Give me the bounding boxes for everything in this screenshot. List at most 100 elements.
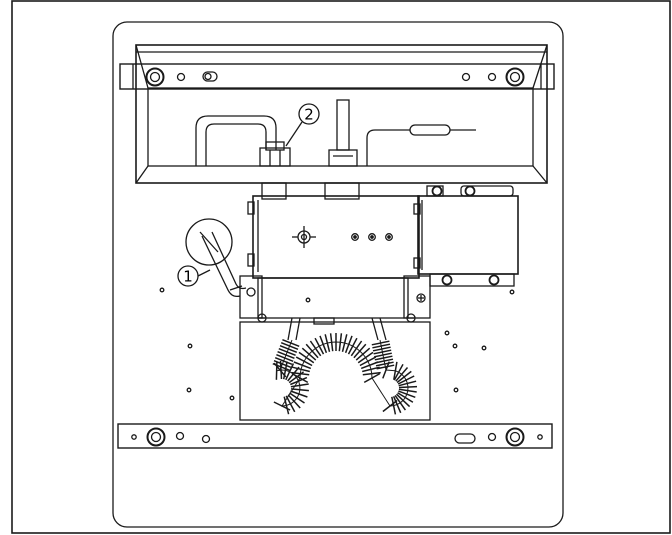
heater-coil-rib <box>396 370 412 384</box>
screw-icon <box>505 67 525 87</box>
screw-icon <box>431 185 443 197</box>
heater-coil-rib <box>277 351 295 359</box>
heater-coil-rib <box>329 333 334 352</box>
heater-coil-rib <box>395 393 411 408</box>
heater-coil-rib <box>375 358 394 364</box>
heater-coil-rib <box>393 363 404 381</box>
motor-box <box>413 185 519 287</box>
heater-coil-rib <box>382 399 398 413</box>
mounting-holes <box>159 287 515 401</box>
housing-panel <box>112 21 564 528</box>
heater-coil-rib <box>283 396 290 415</box>
heater-coil-rib <box>362 371 381 376</box>
heater-coil-rib <box>374 355 393 361</box>
screw-icon <box>416 293 426 303</box>
heater-coil-rib <box>395 367 409 382</box>
screw-icon <box>488 274 500 286</box>
heater-coil-rib <box>374 352 392 358</box>
heater-coil-rib <box>341 334 348 352</box>
top-rail <box>119 63 555 90</box>
heater-coil-rib <box>324 334 331 352</box>
heater-coil-rib <box>373 349 392 355</box>
heater-coil-rib <box>398 380 417 387</box>
heater-coil-rib <box>276 354 294 362</box>
heater-coil-rib <box>291 371 310 376</box>
heater-coil-rib <box>280 342 299 350</box>
heater-coil-rib <box>319 335 328 354</box>
heater-coil-rib <box>398 385 418 389</box>
heater-coil-rib <box>273 401 291 411</box>
control-knob-icon <box>292 226 316 248</box>
tube-icon <box>287 317 387 341</box>
heater-coil-rib <box>275 361 278 380</box>
heater-coil-rib <box>285 395 296 413</box>
page-frame <box>11 0 671 534</box>
control-box <box>247 182 420 279</box>
heater-coil-rib <box>305 343 319 359</box>
heater-coil-rib <box>353 343 367 359</box>
heater-coil-rib <box>375 361 394 367</box>
heater-coil-rib <box>274 357 293 365</box>
heater-coil-rib <box>338 333 343 352</box>
heater-coil-rib <box>371 340 390 346</box>
screw-icon <box>464 185 476 197</box>
screw-icon <box>505 427 525 447</box>
callout-2-label: 2 <box>304 106 314 124</box>
callout-1-label: 1 <box>183 268 193 286</box>
heater-coil-rib <box>290 390 308 398</box>
heater-coil-rib <box>398 390 416 399</box>
top-tray <box>135 44 548 184</box>
heater-coil-rib <box>397 392 414 403</box>
heater-coil-rib <box>376 364 395 370</box>
heater-coil-rib <box>394 394 407 411</box>
heater-coil-rib <box>359 356 377 367</box>
heater-coil-rib <box>278 348 296 356</box>
temperature-probe-icon <box>366 124 476 166</box>
heater-coil-rib <box>344 335 353 354</box>
heater-coil-rib <box>287 394 301 409</box>
screw-icon <box>406 313 416 323</box>
heater-coil-rib <box>360 361 379 370</box>
heater-coil-rib <box>357 351 374 364</box>
heater-coil-rib <box>382 361 390 379</box>
heater-coil-rib <box>282 339 300 347</box>
heater-coil-rib <box>391 396 397 415</box>
heater-coil-rib <box>350 340 363 357</box>
heater-enclosure <box>239 321 431 421</box>
heater-coil-rib <box>298 351 315 364</box>
tube-icon <box>195 115 277 166</box>
screw-icon <box>146 427 166 447</box>
base-block <box>239 275 431 325</box>
vertical-probe <box>328 99 358 167</box>
heater-coil-rib <box>293 361 312 370</box>
heater-coil-rib <box>289 392 305 404</box>
heater-coil-rib <box>397 375 415 385</box>
screw-icon <box>441 274 453 286</box>
callout-1: 1 <box>177 265 211 287</box>
callout-2: 2 <box>285 103 320 147</box>
heater-coil-rib <box>314 337 325 355</box>
heater-coil-rib <box>301 347 317 361</box>
heater-coil-rib <box>362 366 380 373</box>
heater-coil-rib <box>363 372 381 384</box>
heater-coil-rib <box>291 372 309 384</box>
heater-coil-rib <box>355 347 371 361</box>
heater-coil-rib <box>393 361 398 380</box>
heater-coil-rib <box>282 361 288 380</box>
screw-icon <box>351 233 359 241</box>
heater-coil-rib <box>292 366 310 373</box>
screw-icon <box>385 233 393 241</box>
heater-coil-rib <box>295 356 313 367</box>
heater-coil-rib <box>398 388 417 393</box>
screw-icon <box>368 233 376 241</box>
heater-coil-icon <box>272 333 418 415</box>
bottom-rail <box>117 423 553 449</box>
heater-coil-rib <box>309 340 322 357</box>
heater-coil-rib <box>392 396 402 414</box>
heater-coil-rib <box>279 360 283 380</box>
screw-icon <box>145 67 165 87</box>
heater-coil-rib <box>347 337 358 355</box>
heater-coil-rib <box>372 346 391 352</box>
heater-coil-rib <box>290 376 308 386</box>
